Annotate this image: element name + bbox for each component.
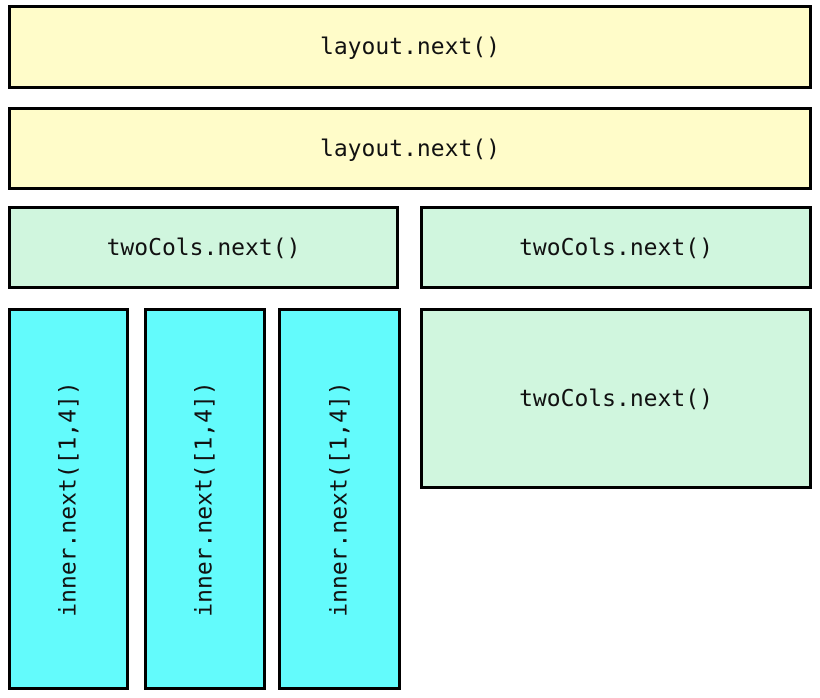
block-label: twoCols.next() (519, 234, 713, 261)
inner-next-block-1: inner.next([1,4]) (8, 308, 129, 690)
block-label: twoCols.next() (519, 385, 713, 412)
block-label: layout.next() (319, 135, 500, 162)
inner-next-block-3: inner.next([1,4]) (278, 308, 401, 690)
block-label: twoCols.next() (106, 234, 301, 261)
layout-next-block-1: layout.next() (8, 5, 812, 89)
inner-next-block-2: inner.next([1,4]) (144, 308, 266, 690)
twocols-next-block-1: twoCols.next() (8, 206, 399, 289)
layout-next-block-2: layout.next() (8, 107, 812, 190)
twocols-next-block-3: twoCols.next() (420, 308, 812, 489)
block-label-vertical: inner.next([1,4]) (55, 381, 82, 617)
block-label-vertical: inner.next([1,4]) (192, 381, 218, 617)
block-label: layout.next() (319, 34, 500, 60)
block-label-vertical: inner.next([1,4]) (326, 381, 353, 617)
twocols-next-block-2: twoCols.next() (420, 206, 812, 289)
